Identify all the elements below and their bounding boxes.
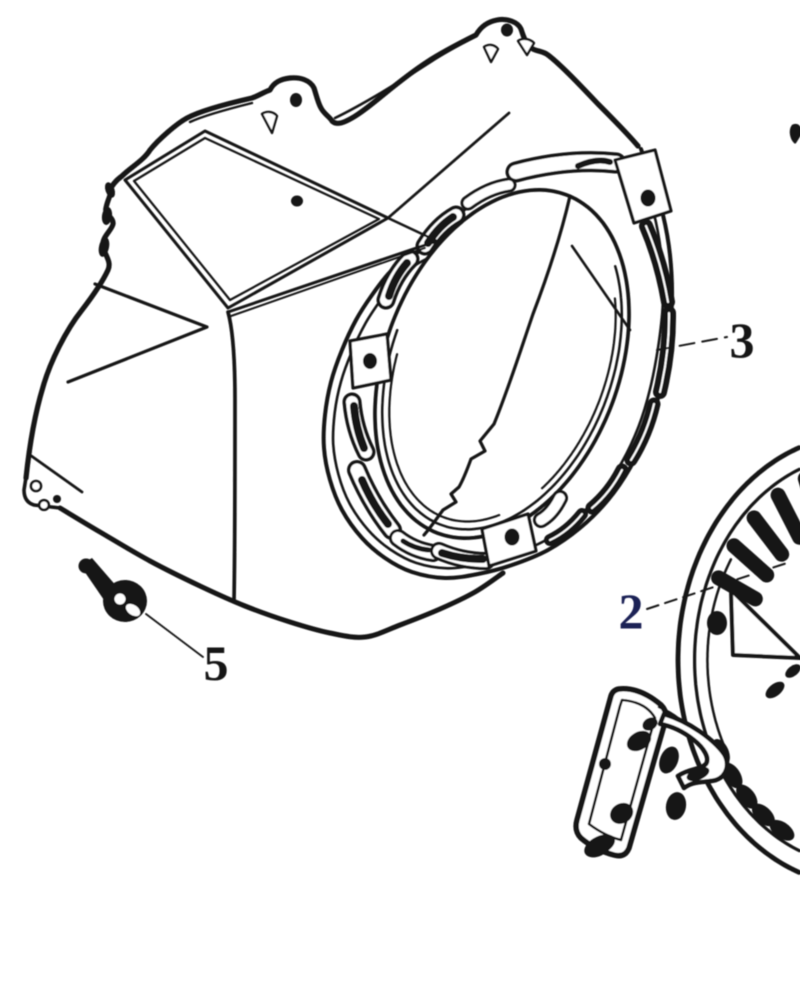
- svg-text:5: 5: [204, 635, 229, 691]
- svg-text:3: 3: [730, 312, 755, 368]
- svg-text:2: 2: [619, 583, 644, 639]
